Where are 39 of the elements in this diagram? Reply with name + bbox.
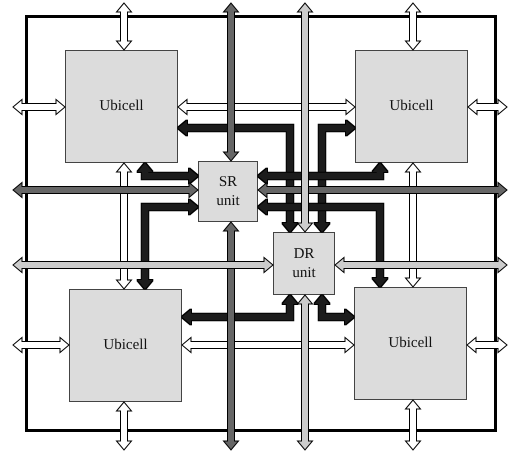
cell-box [354, 287, 467, 400]
node-label: DR unit [291, 244, 317, 282]
connector-arrow [138, 163, 198, 184]
connector-arrow [404, 399, 422, 451]
cell-box [355, 50, 468, 163]
connector-arrow [115, 401, 133, 451]
connector-arrow [12, 256, 274, 274]
node-label: SR unit [215, 172, 241, 210]
connector-arrow [334, 256, 508, 274]
unit-box [198, 161, 258, 222]
connector-arrow [257, 181, 508, 199]
node-label: Ubicell [103, 336, 148, 355]
connector-arrow [404, 2, 422, 51]
node-label: Ubicell [389, 97, 434, 116]
chip-boundary [25, 15, 497, 432]
connector-arrow [314, 295, 354, 324]
connector-arrow [222, 221, 240, 451]
node-label: Ubicell [388, 334, 433, 353]
connector-arrow [138, 200, 198, 289]
connector-arrow [258, 200, 388, 287]
connector-arrow [181, 336, 355, 354]
connector-arrow [12, 181, 199, 199]
connector-arrow [296, 294, 314, 451]
connector-arrow [178, 120, 298, 232]
cell-box [65, 50, 178, 163]
connector-arrow [467, 98, 508, 116]
connector-arrow [12, 98, 66, 116]
connector-arrow [12, 336, 70, 354]
unit-box [273, 232, 335, 295]
connector-arrow [222, 2, 240, 162]
connector-arrow [182, 295, 298, 324]
connector-arrow [177, 98, 356, 116]
node-label: Ubicell [99, 97, 144, 116]
cell-box [69, 289, 182, 402]
connector-arrow [466, 336, 508, 354]
connector-arrow [115, 2, 133, 51]
connector-arrow [296, 2, 314, 233]
connector-arrow [314, 120, 355, 232]
connector-arrow [258, 163, 388, 184]
